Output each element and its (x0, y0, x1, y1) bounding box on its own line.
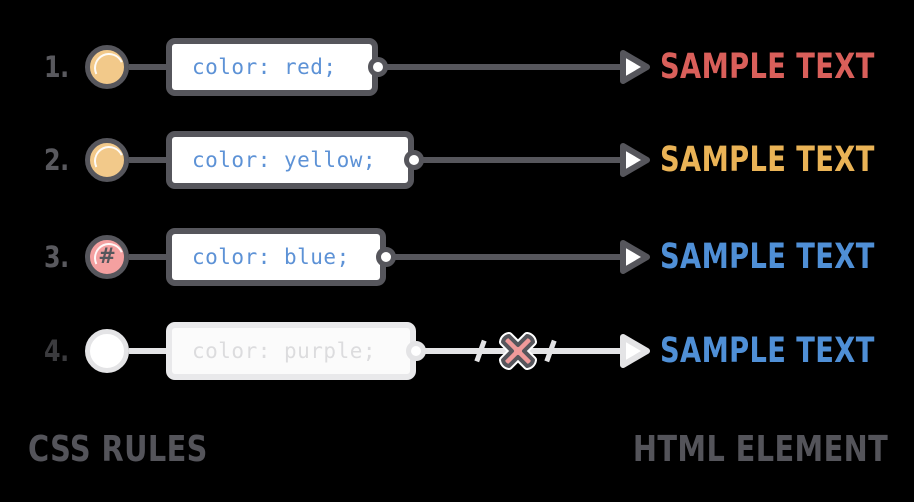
sample-text-3: SAMPLE TEXT (660, 237, 875, 277)
output-node-dot-3[interactable] (376, 247, 396, 267)
class-selector-bubble-icon[interactable] (85, 45, 129, 89)
arrowhead-right-icon (620, 240, 650, 274)
rule-index-1: 1. (44, 50, 69, 84)
arrowhead-right-icon (620, 50, 650, 84)
html-element-caption: HTML ELEMENT (632, 429, 888, 470)
bubble-connector-stub-4 (129, 348, 169, 354)
bubble-connector-stub-1 (129, 64, 169, 70)
declaration-box-1[interactable]: color: red; (166, 38, 378, 96)
rule-index-2: 2. (44, 143, 69, 177)
css-rule-row-1: 1. color: red; SAMPLE TEXT (0, 32, 914, 102)
rule-index-4: 4. (44, 334, 69, 368)
bubble-highlight-icon (89, 48, 129, 88)
arrowhead-right-icon (620, 143, 650, 177)
declaration-box-4[interactable]: color: purple; (166, 322, 416, 380)
empty-selector-bubble-icon[interactable] (85, 329, 129, 373)
declaration-text-2: color: yellow; (192, 148, 377, 172)
sample-text-1: SAMPLE TEXT (660, 47, 875, 87)
bubble-connector-stub-2 (129, 157, 169, 163)
sample-text-4: SAMPLE TEXT (660, 331, 875, 371)
output-node-dot-2[interactable] (404, 150, 424, 170)
sample-text-2: SAMPLE TEXT (660, 140, 875, 180)
bubble-connector-stub-3 (129, 254, 169, 260)
id-selector-bubble-icon[interactable]: # (85, 235, 129, 279)
blocked-x-icon (494, 327, 542, 375)
rule-index-3: 3. (44, 240, 69, 274)
declaration-text-4: color: purple; (192, 339, 377, 363)
declaration-box-3[interactable]: color: blue; (166, 228, 386, 286)
bubble-highlight-icon (89, 141, 129, 181)
output-node-dot-4[interactable] (406, 341, 426, 361)
arrowhead-right-faded-icon (620, 334, 650, 368)
css-rule-row-4: 4. color: purple; SAMPLE TEXT (0, 316, 914, 386)
selector-glyph-3: # (98, 244, 116, 268)
output-node-dot-1[interactable] (368, 57, 388, 77)
connector-line-1 (378, 64, 622, 70)
css-rule-row-3: 3. # color: blue; SAMPLE TEXT (0, 222, 914, 292)
declaration-text-3: color: blue; (192, 245, 350, 269)
connector-line-2 (414, 157, 622, 163)
connector-line-3 (386, 254, 622, 260)
css-rule-row-2: 2. color: yellow; SAMPLE TEXT (0, 125, 914, 195)
declaration-text-1: color: red; (192, 55, 337, 79)
declaration-box-2[interactable]: color: yellow; (166, 131, 414, 189)
class-selector-bubble-icon[interactable] (85, 138, 129, 182)
css-rules-caption: CSS RULES (28, 429, 208, 470)
